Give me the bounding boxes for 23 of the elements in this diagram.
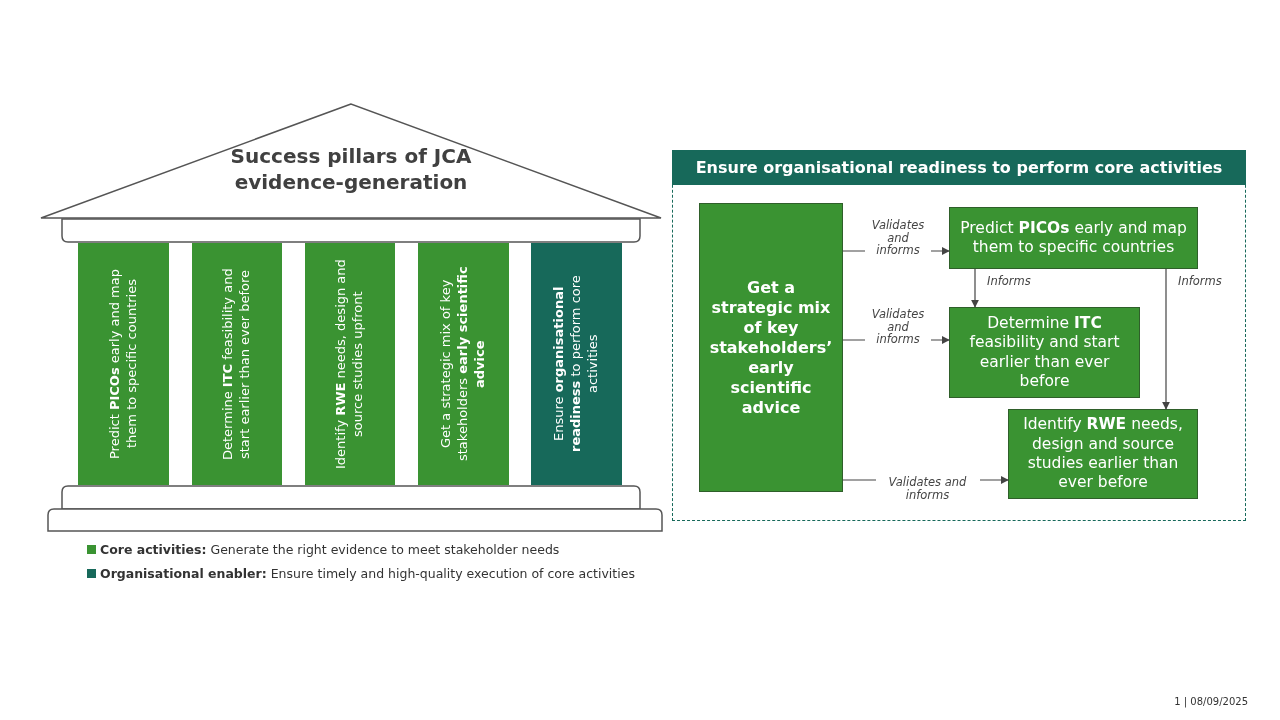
arrow	[1162, 268, 1170, 410]
process-box: Predict PICOs early and map them to specific countries	[949, 207, 1198, 269]
edge-label: Validates and informs	[875, 476, 980, 502]
edge-label: Validates and informs	[865, 219, 931, 257]
edge-label: Informs	[1176, 275, 1224, 288]
pillar	[78, 243, 169, 485]
arrow	[971, 268, 979, 308]
panel	[672, 150, 1246, 521]
edge-label: Informs	[985, 275, 1033, 288]
page-number: 1 | 08/09/2025	[1174, 696, 1248, 707]
roof-pediment	[40, 103, 662, 219]
pillar	[418, 243, 509, 485]
process-box: Determine ITC feasibility and start earlier than ever before	[949, 307, 1140, 398]
legend-text: Organisational enabler: Ensure timely and high-quality execution of core activities	[100, 566, 635, 581]
panel-header: Ensure organisational readiness to perform core activities	[672, 150, 1246, 185]
process-box: Identify RWE needs, design and source studies earlier than ever before	[1008, 409, 1198, 499]
edge-label: Validates and informs	[865, 308, 931, 346]
roof-title: Success pillars of JCA evidence-generation	[229, 143, 473, 195]
process-box: Get a strategic mix of key stakeholders’ early scientific advice	[699, 203, 843, 492]
pillar	[305, 243, 395, 485]
legend-text: Core activities: Generate the right evidence to meet stakeholder needs	[100, 542, 560, 557]
pillar	[531, 243, 622, 485]
pillar	[192, 243, 282, 485]
